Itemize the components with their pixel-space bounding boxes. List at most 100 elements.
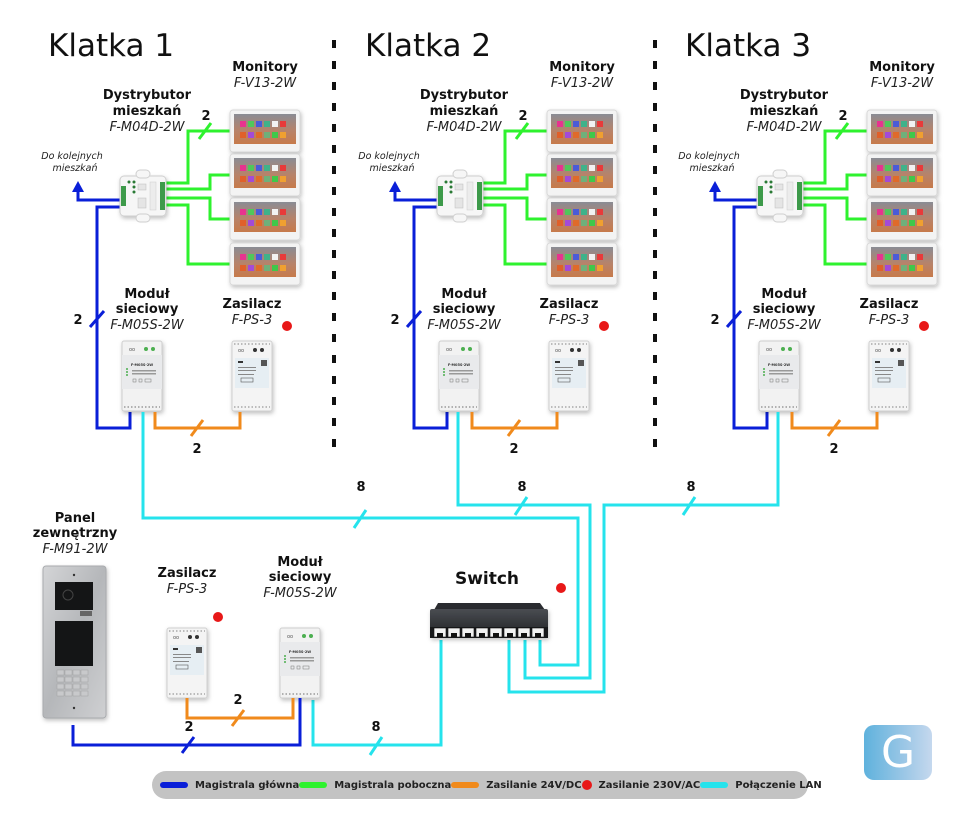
distributor-label-line1: Dystrybutor	[420, 88, 509, 103]
power-230v-indicator	[282, 321, 292, 331]
section-klatka-3: Klatka 3MonitoryF-V13-2WDystrybutormiesz…	[678, 28, 937, 457]
main-bus	[732, 205, 769, 430]
switch-label: Switch	[455, 569, 519, 589]
section-klatka-1: Klatka 1MonitoryF-V13-2WDystrybutormiesz…	[41, 28, 300, 457]
ethernet-port	[475, 627, 489, 638]
netmod-label-line2: sieciowy	[116, 302, 179, 317]
indoor-monitor	[547, 198, 617, 240]
entrance-netmod-model: F-M05S-2W	[263, 586, 337, 601]
network-switch	[430, 603, 548, 638]
sub-bus-count-tick	[197, 122, 213, 140]
section-title: Klatka 1	[48, 28, 174, 64]
entrance-network-module	[280, 628, 320, 698]
lan-count-tick	[513, 496, 529, 516]
next-apartments-line1: Do kolejnych	[678, 151, 739, 162]
sub-bus-count-tick	[514, 122, 530, 140]
legend-label: Magistrala główna	[195, 779, 300, 791]
indoor-monitor	[547, 154, 617, 196]
lan-cable-klatka-1	[141, 412, 580, 667]
lan-cable-klatka-3	[507, 412, 780, 694]
sub-bus-cable	[480, 129, 548, 185]
arrow-up-icon	[709, 181, 721, 192]
distributor-label-line2: mieszkań	[750, 104, 819, 119]
power-230v-indicator	[213, 612, 223, 622]
section-title: Klatka 2	[365, 28, 491, 64]
legend-line-icon	[160, 782, 188, 788]
sub-bus-count: 2	[201, 109, 210, 124]
ethernet-port	[461, 627, 475, 638]
legend-line-icon	[451, 782, 480, 788]
entrance-main-bus-count: 2	[184, 720, 193, 735]
panel-label-line1: Panel	[55, 511, 95, 526]
ethernet-port	[489, 627, 503, 638]
section-title: Klatka 3	[685, 28, 811, 64]
sub-bus-cable	[800, 173, 868, 191]
logo-letter: G	[880, 726, 916, 778]
psu-model: F-PS-3	[549, 313, 590, 328]
netmod-label-line1: Moduł	[441, 287, 487, 302]
apartment-distributor	[757, 170, 803, 222]
main-bus-count-tick	[180, 736, 196, 754]
psu-model: F-PS-3	[869, 313, 910, 328]
netmod-label-line1: Moduł	[761, 287, 807, 302]
legend-item: Magistrala główna	[160, 780, 299, 791]
power-count-tick	[506, 419, 522, 437]
netmod-model: F-M05S-2W	[747, 318, 821, 333]
lan-count-klatka-3: 8	[686, 480, 695, 495]
psu-model: F-PS-3	[232, 313, 273, 328]
lan-count-klatka-1: 8	[356, 480, 365, 495]
ethernet-port	[433, 627, 447, 638]
main-bus-count-tick	[405, 310, 423, 328]
power-supply	[869, 341, 909, 411]
sub-bus-cable	[480, 173, 548, 191]
sub-bus-cable	[800, 203, 868, 266]
main-bus	[95, 205, 132, 430]
arrow-up-icon	[389, 181, 401, 192]
entrance-psu-model: F-PS-3	[167, 582, 208, 597]
main-bus-count-tick	[725, 310, 743, 328]
indoor-monitor	[230, 198, 300, 240]
network-module	[122, 341, 162, 411]
apartment-distributor	[120, 170, 166, 222]
sub-bus-cable	[163, 203, 231, 266]
indoor-monitor	[867, 154, 937, 196]
monitors-label: Monitory	[549, 60, 615, 75]
entrance-netmod-label-line2: sieciowy	[269, 570, 332, 585]
lan-count-tick	[368, 736, 384, 756]
psu-label: Zasilacz	[860, 297, 919, 312]
network-module	[759, 341, 799, 411]
indoor-monitor	[230, 243, 300, 285]
power-count-tick	[230, 709, 246, 727]
power-230v-indicator	[599, 321, 609, 331]
sub-bus-cable	[163, 196, 231, 221]
sub-bus-cable	[800, 196, 868, 221]
legend-item: Zasilanie 230V/AC	[581, 780, 700, 791]
distributor-model: F-M04D-2W	[109, 120, 185, 135]
legend-item: Zasilanie 24V/DC	[451, 780, 582, 791]
power-230v-indicator	[919, 321, 929, 331]
power-count-tick	[826, 419, 842, 437]
psu-label: Zasilacz	[223, 297, 282, 312]
distributor-model: F-M04D-2W	[746, 120, 822, 135]
entrance-power-count: 2	[233, 693, 242, 708]
lan-count-klatka-2: 8	[517, 480, 526, 495]
arrow-up-icon	[72, 181, 84, 192]
netmod-model: F-M05S-2W	[110, 318, 184, 333]
distributor-label-line1: Dystrybutor	[103, 88, 192, 103]
apartment-distributor	[437, 170, 483, 222]
lan-wiring	[141, 412, 780, 756]
sub-bus-count-tick	[834, 122, 850, 140]
netmod-label-line2: sieciowy	[433, 302, 496, 317]
power-count: 2	[509, 442, 518, 457]
lan-count-tick	[352, 509, 368, 529]
netmod-label-line2: sieciowy	[753, 302, 816, 317]
sub-bus-cable	[163, 129, 231, 185]
lan-count-tick	[681, 496, 697, 516]
legend-label: Magistrala poboczna	[334, 779, 452, 791]
monitors-model: F-V13-2W	[871, 76, 934, 91]
monitors-model: F-V13-2W	[551, 76, 614, 91]
indoor-monitor	[867, 243, 937, 285]
sub-bus-cable	[800, 129, 868, 185]
